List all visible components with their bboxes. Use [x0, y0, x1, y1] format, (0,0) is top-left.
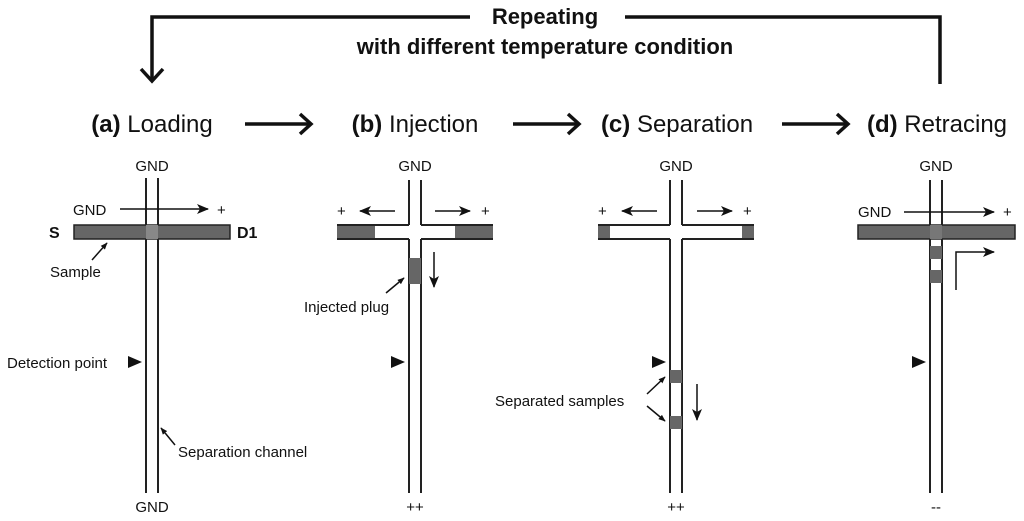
retraced-sample-band — [930, 246, 942, 259]
panel-a-left-voltage: GND — [73, 202, 107, 219]
injected-plug — [409, 258, 421, 284]
detection-point-marker — [391, 356, 405, 368]
right-sample-segment — [742, 225, 754, 239]
detection-point-marker — [128, 356, 142, 368]
step-c-heading: (c) Separation — [601, 111, 753, 138]
separated-sample-band — [670, 370, 682, 383]
panel-b-top-voltage: GND — [398, 158, 432, 175]
repeat-loop-arrow — [139, 15, 942, 84]
left-sample-segment — [337, 225, 375, 239]
panel-b-left-voltage: + — [337, 203, 346, 220]
panel-c-right-voltage: + — [743, 203, 752, 220]
step-d-heading: (d) Retracing — [867, 111, 1007, 138]
panel-c — [598, 180, 754, 493]
separated-sample-band — [670, 416, 682, 429]
injected-plug-label: Injected plug — [304, 299, 389, 316]
panel-a-bottom-voltage: GND — [135, 499, 169, 516]
cross-junction — [930, 225, 942, 239]
panel-a-right-voltage: + — [217, 202, 226, 219]
detection-point-marker — [652, 356, 666, 368]
reservoir-s-label: S — [49, 225, 60, 242]
panel-c-top-voltage: GND — [659, 158, 693, 175]
detection-point-marker — [912, 356, 926, 368]
panel-a — [73, 178, 231, 493]
sample-label: Sample — [50, 264, 101, 281]
separated-samples-label: Separated samples — [495, 393, 624, 410]
panel-c-left-voltage: + — [598, 203, 607, 220]
step-arrow-a-b — [245, 112, 314, 136]
retraced-sample-band — [930, 270, 942, 283]
detection-point-label: Detection point — [7, 355, 108, 372]
panel-b — [337, 180, 493, 493]
right-sample-segment — [455, 225, 493, 239]
panel-d-bottom-voltage: -- — [931, 499, 941, 516]
separation-channel-label: Separation channel — [178, 444, 307, 461]
panel-c-bottom-voltage: ++ — [667, 499, 685, 516]
panel-b-right-voltage: + — [481, 203, 490, 220]
step-arrow-b-c — [513, 112, 582, 136]
panel-b-bottom-voltage: ++ — [406, 499, 424, 516]
step-a-heading: (a) Loading — [91, 111, 212, 138]
panel-d-top-voltage: GND — [919, 158, 953, 175]
left-sample-segment — [598, 225, 610, 239]
step-b-heading: (b) Injection — [352, 111, 479, 138]
reservoir-d1-label: D1 — [237, 225, 258, 242]
title-line1: Repeating — [492, 4, 598, 29]
step-arrow-c-d — [782, 112, 851, 136]
panel-a-top-voltage: GND — [135, 158, 169, 175]
panel-d-right-voltage: + — [1003, 204, 1012, 221]
cross-junction — [146, 225, 158, 239]
title-line2: with different temperature condition — [356, 34, 733, 59]
retrace-arrow — [955, 247, 995, 290]
panel-d-left-voltage: GND — [858, 204, 892, 221]
panel-d — [857, 180, 1016, 493]
